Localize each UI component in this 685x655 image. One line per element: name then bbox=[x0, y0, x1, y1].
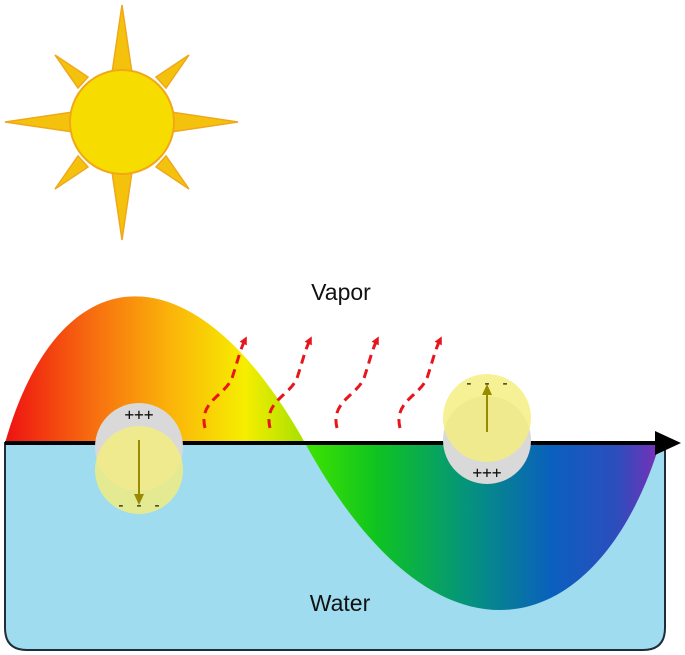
dashed-arrow-icon bbox=[397, 336, 442, 429]
particle-right: - - - +++ bbox=[443, 374, 531, 484]
particle-right-bottom-charge: +++ bbox=[473, 463, 502, 482]
vapor-label: Vapor bbox=[311, 279, 371, 305]
water-label: Water bbox=[310, 590, 371, 616]
dashed-arrow-icon bbox=[334, 336, 379, 429]
particle-left-top-charge: +++ bbox=[125, 405, 154, 424]
heat-wave-trough bbox=[305, 443, 660, 611]
particle-left-bottom-charge: - - - bbox=[116, 496, 161, 514]
particle-left: +++ - - - bbox=[95, 403, 183, 514]
surface-axis-arrowhead bbox=[655, 431, 681, 455]
particle-right-top-charge: - - - bbox=[464, 374, 509, 392]
dashed-arrow-icon bbox=[202, 336, 247, 429]
vapor-arrows bbox=[202, 336, 442, 429]
dashed-arrow-icon bbox=[267, 336, 312, 429]
sun-icon bbox=[4, 4, 239, 241]
heat-wave-crest bbox=[5, 296, 305, 443]
